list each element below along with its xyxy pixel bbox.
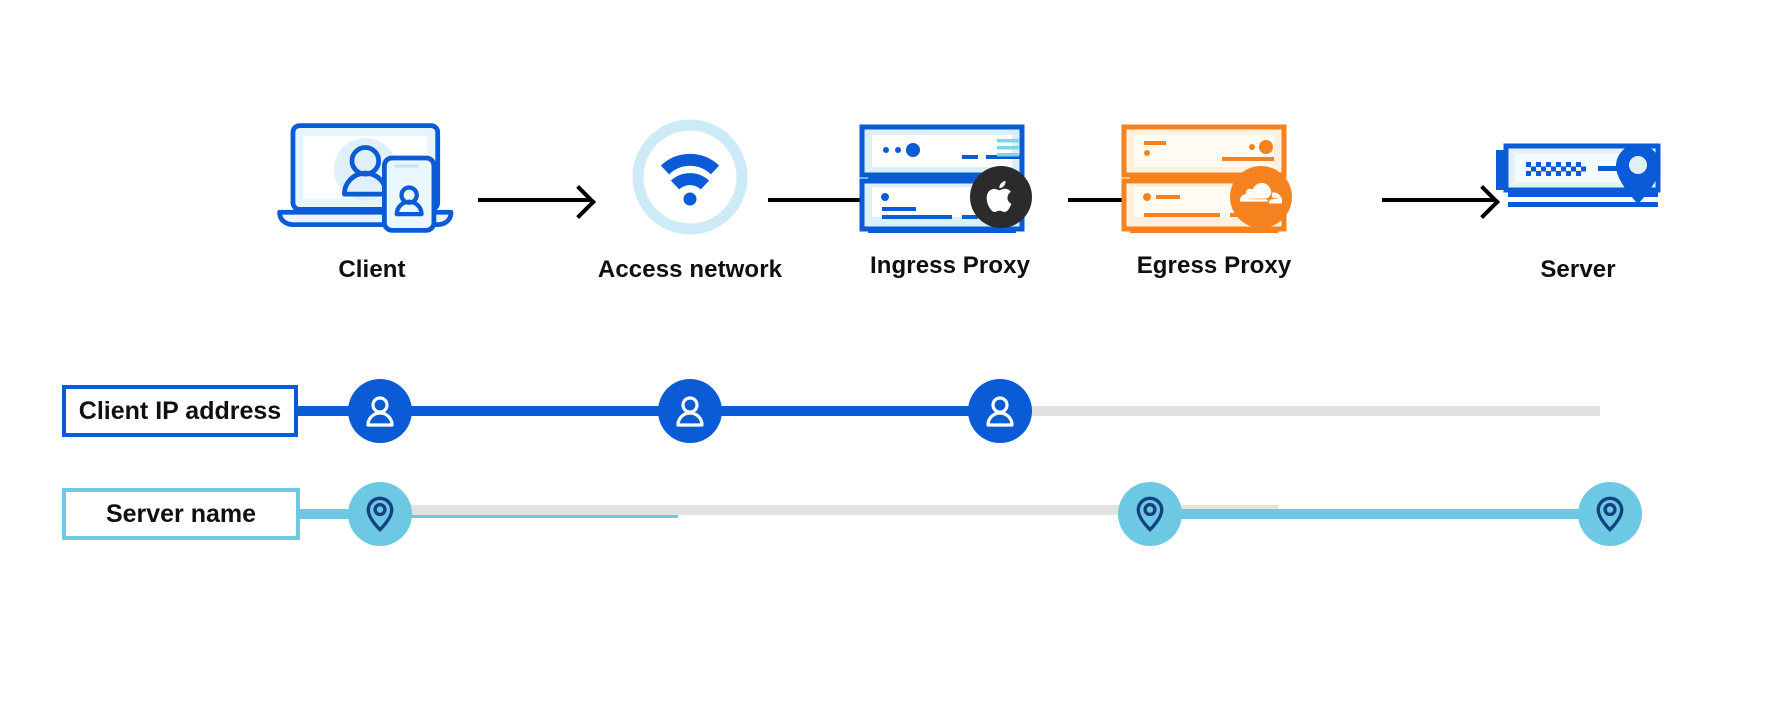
location-pin-icon — [366, 496, 394, 532]
server-name-rail-faint — [398, 515, 678, 518]
client-ip-node-ingress-proxy — [968, 379, 1032, 443]
track-client-ip-address: Client IP address — [0, 360, 1792, 460]
server-name-rail-hidden — [398, 505, 1278, 515]
client-artwork — [272, 118, 472, 236]
arrow-shaft — [768, 198, 880, 202]
person-icon — [676, 396, 704, 427]
server-name-node-server — [1578, 482, 1642, 546]
arrow-shaft — [478, 198, 590, 202]
location-pin-icon — [1596, 496, 1624, 532]
track-label-client-ip-address: Client IP address — [62, 385, 298, 437]
arrow-egress-proxy-to-server — [1382, 185, 1500, 219]
hop-label-access-network: Access network — [597, 256, 783, 283]
hop-label-egress-proxy: Egress Proxy — [1136, 252, 1292, 279]
track-label-server-name: Server name — [62, 488, 300, 540]
arrow-client-to-access-network — [478, 185, 596, 219]
cloudflare-icon — [1240, 183, 1282, 204]
access-network-artwork — [590, 118, 790, 236]
track-server-name: Server name — [0, 463, 1792, 563]
cloudflare-logo-badge — [1230, 166, 1292, 228]
hop-client: Client — [272, 118, 472, 284]
hop-egress-proxy: Egress Proxy — [1114, 118, 1314, 280]
server-artwork — [1478, 118, 1678, 236]
server-with-pin-icon — [1496, 143, 1661, 207]
hop-label-client: Client — [338, 256, 406, 283]
location-pin-icon — [1136, 496, 1164, 532]
laptop-and-phone-icon — [277, 123, 454, 233]
person-icon — [986, 396, 1014, 427]
wifi-circle-icon — [632, 119, 748, 235]
server-name-node-egress-proxy — [1118, 482, 1182, 546]
server-name-node-client — [348, 482, 412, 546]
egress-proxy-artwork — [1114, 118, 1314, 233]
hop-label-ingress-proxy: Ingress Proxy — [869, 252, 1031, 279]
hop-label-server: Server — [1540, 256, 1616, 283]
apple-icon — [986, 181, 1012, 212]
apple-logo-badge — [970, 166, 1032, 228]
client-ip-node-access-network — [658, 379, 722, 443]
client-ip-node-client — [348, 379, 412, 443]
hop-access-network: Access network — [590, 118, 790, 284]
track-label-text: Client IP address — [78, 396, 282, 425]
arrow-access-network-to-ingress-proxy — [768, 185, 886, 219]
hop-server: Server — [1478, 118, 1678, 284]
client-ip-rail-visible — [296, 406, 1006, 416]
arrow-shaft — [1382, 198, 1494, 202]
ingress-proxy-artwork — [850, 118, 1050, 233]
person-icon — [366, 396, 394, 427]
hop-ingress-proxy: Ingress Proxy — [850, 118, 1050, 280]
client-ip-rail-hidden — [1000, 406, 1600, 416]
server-name-rail-visible-right — [1150, 509, 1600, 519]
track-label-text: Server name — [105, 499, 257, 528]
